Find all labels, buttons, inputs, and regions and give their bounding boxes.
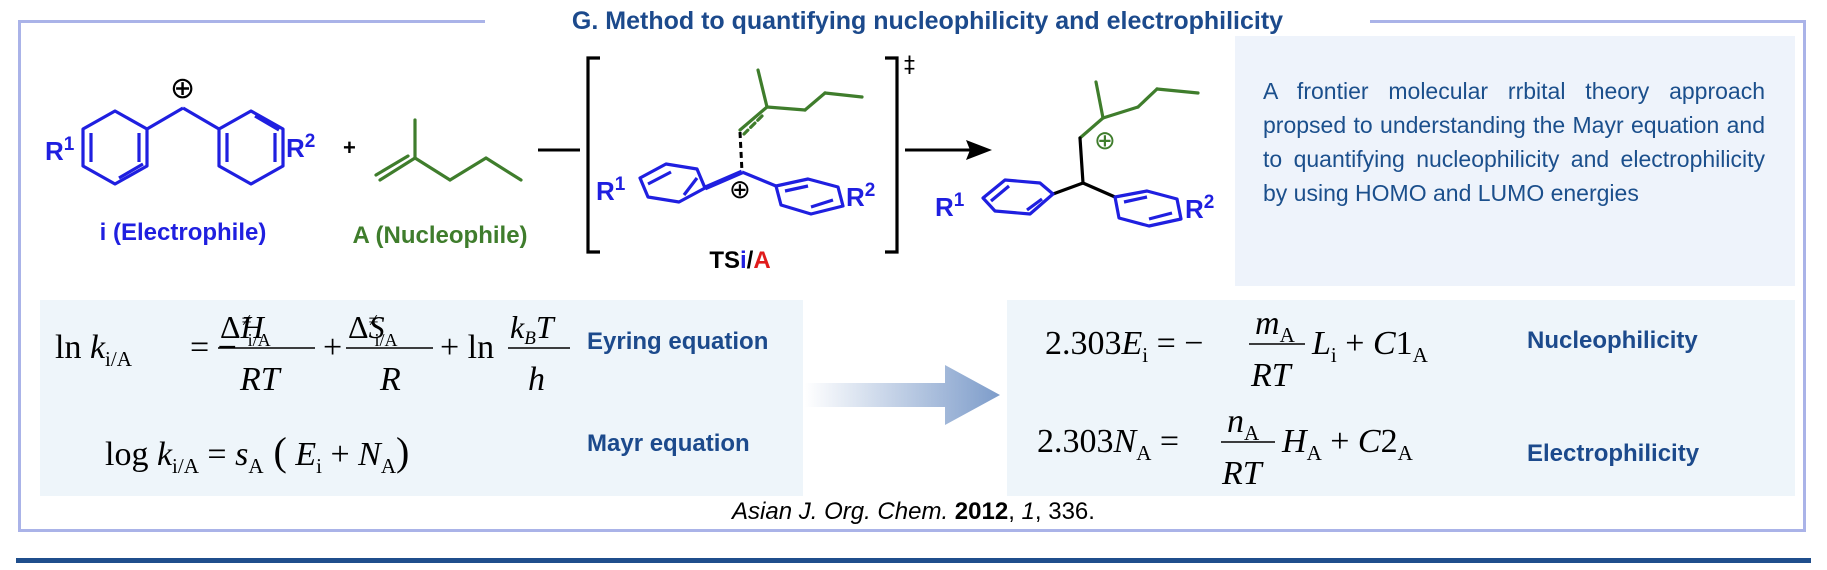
plus-sign: + — [343, 135, 356, 160]
electrophile-cation-charge: ⊕ — [170, 71, 195, 106]
bottom-divider — [16, 558, 1811, 563]
product-aryl-rings — [981, 178, 1183, 228]
svg-text:log ki/A = sA ( Ei + NA): log ki/A = sA ( Ei + NA) — [105, 429, 409, 478]
left-equation-panel — [40, 300, 803, 496]
svg-text:HA + C2A: HA + C2A — [1281, 423, 1414, 465]
mayr-equation-label: Mayr equation — [587, 430, 750, 457]
electrophile-r1: R1 — [45, 134, 75, 166]
ts-forming-bond — [738, 131, 744, 173]
svg-text:ΔH≠i/A: ΔH≠i/A — [220, 309, 271, 350]
citation-pages: 336. — [1048, 498, 1095, 525]
nucleophilicity-label: Nucleophilicity — [1527, 327, 1698, 354]
electrophile-structure — [81, 106, 285, 186]
citation-year: 2012 — [954, 498, 1009, 525]
svg-text:R: R — [379, 361, 401, 398]
svg-text:2.303NA =: 2.303NA = — [1037, 423, 1179, 465]
svg-text:+ ln: + ln — [440, 329, 494, 366]
reaction-scheme: ⊕ R1 R2 + i (Electrophile) A (Nucleophil… — [45, 53, 1214, 274]
gradient-arrow — [805, 365, 1000, 425]
citation-volume: 1 — [1021, 498, 1035, 525]
product-arrow-head — [966, 140, 992, 160]
ts-electrophile-part — [638, 162, 845, 216]
svg-text:+: + — [323, 329, 342, 366]
svg-text:mA: mA — [1255, 305, 1296, 347]
svg-text:2.303Ei = −: 2.303Ei = − — [1045, 325, 1203, 367]
product-electrophile-part — [1051, 136, 1117, 199]
citation-journal: Asian J. Org. Chem. — [732, 498, 949, 525]
svg-text:RT: RT — [1250, 357, 1293, 394]
right-equation-panel — [1007, 300, 1795, 496]
product-r2: R2 — [1185, 192, 1214, 224]
ts-dagger: ‡ — [904, 53, 915, 78]
eyring-equation: ln ki/A = − ΔH≠i/A RT + ΔS≠i/A R + ln kB… — [55, 309, 570, 398]
svg-text:RT: RT — [1221, 455, 1264, 492]
ts-brackets — [586, 56, 899, 254]
svg-text:RT: RT — [239, 361, 282, 398]
figure-title: G. Method to quantifying nucleophilicity… — [485, 3, 1370, 39]
nucleophile-label: A (Nucleophile) — [352, 222, 527, 249]
nucleophile-structure — [374, 118, 523, 182]
electrophile-r2: R2 — [286, 131, 315, 163]
mayr-equation: log ki/A = sA ( Ei + NA) — [105, 429, 409, 478]
eyring-equation-label: Eyring equation — [587, 328, 769, 355]
svg-text:ln ki/A: ln ki/A — [55, 329, 133, 371]
ts-nucleophile-part — [738, 68, 864, 136]
product-nucleophile-part — [1078, 80, 1200, 140]
electrophilicity-equation: 2.303NA = nA RT HA + C2A — [1037, 403, 1414, 492]
citation: Asian J. Org. Chem. 2012, 1, 336. — [732, 498, 1095, 525]
ts-r2: R2 — [846, 180, 875, 212]
nucleophilicity-equation: 2.303Ei = − mA RT Li + C1A — [1045, 305, 1429, 394]
product-cation-charge: ⊕ — [1094, 126, 1116, 156]
product-r1: R1 — [935, 190, 965, 222]
description-text: A frontier molecular rrbital theory appr… — [1263, 78, 1765, 206]
ts-label: TSi/A — [709, 247, 770, 274]
svg-text:ΔS≠i/A: ΔS≠i/A — [348, 309, 397, 350]
ts-r1: R1 — [596, 174, 626, 206]
description-box: A frontier molecular rrbital theory appr… — [1235, 36, 1795, 286]
ts-cation-charge: ⊕ — [729, 175, 751, 205]
svg-text:Li + C1A: Li + C1A — [1311, 325, 1429, 367]
svg-text:nA: nA — [1227, 403, 1260, 445]
svg-text:kBT: kBT — [510, 309, 556, 349]
electrophile-label: i (Electrophile) — [100, 219, 267, 246]
svg-text:h: h — [528, 361, 545, 398]
electrophilicity-label: Electrophilicity — [1527, 440, 1700, 467]
